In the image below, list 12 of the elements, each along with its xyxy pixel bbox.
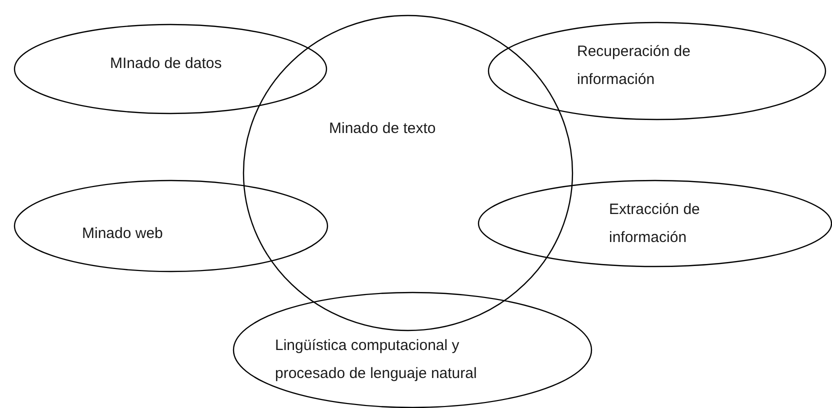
ellipse-label: MInado de datos (110, 54, 223, 74)
ellipse-node (14, 180, 328, 272)
ellipse-node (488, 22, 826, 120)
ellipse-label: Lingüística computacional y procesado de lenguaje natural (275, 336, 478, 384)
ellipse-label: Minado web (82, 224, 164, 244)
ellipse-label: Minado de texto (329, 119, 437, 139)
ellipse-label: Recuperación de información (577, 42, 692, 90)
ellipse-node (14, 24, 327, 114)
ellipse-node (243, 15, 573, 331)
ellipse-node (478, 180, 832, 267)
ellipse-label: Extracción de información (609, 200, 701, 248)
ellipse-node (233, 292, 592, 408)
